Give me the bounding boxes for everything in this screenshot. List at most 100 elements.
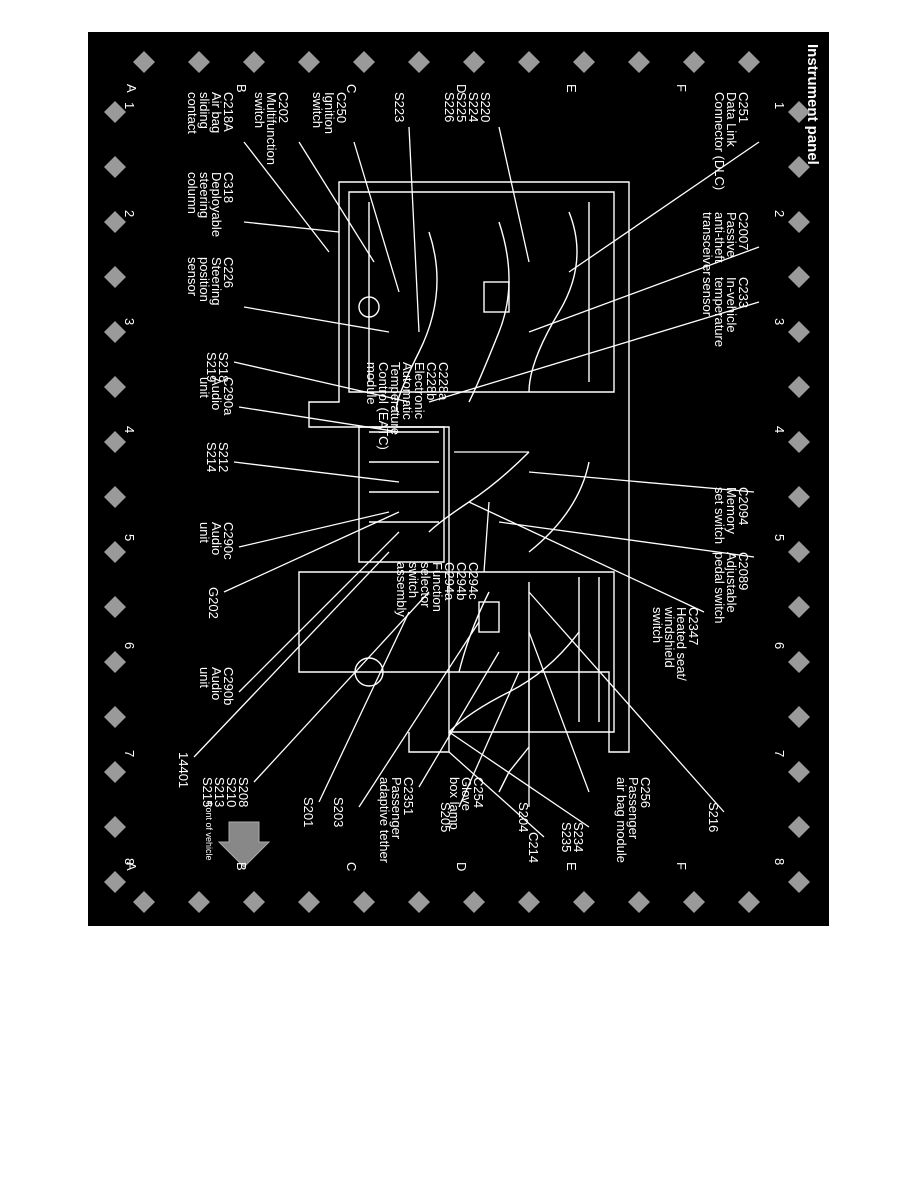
- diagram-title: Instrument panel: [804, 44, 821, 165]
- grid-row-left: E: [564, 84, 579, 93]
- leader-line: [458, 671, 520, 808]
- border-diamond: [353, 891, 375, 913]
- label-c2351: C2351 Passenger adaptive tether: [377, 777, 416, 864]
- leader-line: [238, 531, 400, 693]
- border-diamond: [683, 51, 705, 73]
- grid-row-right: F: [674, 862, 689, 870]
- grid-row-right: C: [344, 862, 359, 872]
- border-diamond: [788, 706, 810, 728]
- border-diamond: [573, 51, 595, 73]
- border-diamond: [628, 51, 650, 73]
- label-c2007: C2007 Passive anti-theft transceiver: [700, 212, 751, 276]
- leader-line: [243, 306, 390, 333]
- border-diamond: [104, 431, 126, 453]
- leader-line: [528, 631, 590, 793]
- label-c2094: C2094 Memory set switch: [712, 487, 751, 545]
- border-diamond: [683, 891, 705, 913]
- label-c290c: C290c Audio unit: [197, 522, 236, 560]
- grid-row-right: E: [564, 862, 579, 871]
- border-diamond: [104, 156, 126, 178]
- grid-col-top: 6: [772, 642, 787, 650]
- leader-line: [358, 621, 480, 808]
- label-g202: G202: [206, 587, 221, 619]
- label-c254: C254 Glove box lamp: [447, 777, 486, 830]
- leader-line: [448, 751, 545, 838]
- grid-row-right: A: [124, 862, 139, 871]
- leader-line: [353, 141, 400, 293]
- border-diamond: [104, 321, 126, 343]
- border-diamond: [104, 706, 126, 728]
- grid-col-bottom: 2: [122, 210, 137, 218]
- border-diamond: [243, 891, 265, 913]
- leader-line: [448, 731, 590, 828]
- leader-line: [238, 406, 400, 433]
- border-diamond: [788, 321, 810, 343]
- grid-col-bottom: 1: [122, 102, 137, 110]
- leader-line: [528, 591, 725, 813]
- border-diamond: [408, 891, 430, 913]
- label-c251: C251 Data Link Connector (DLC): [712, 92, 751, 191]
- leader-line: [233, 361, 410, 403]
- border-diamond: [353, 51, 375, 73]
- leader-line: [223, 511, 400, 593]
- leader-line: [233, 461, 400, 483]
- grid-col-bottom: 3: [122, 318, 137, 326]
- border-diamond: [133, 51, 155, 73]
- border-diamond: [788, 431, 810, 453]
- grid-col-bottom: 4: [122, 426, 137, 434]
- leader-line: [318, 611, 410, 803]
- leader-line: [468, 501, 705, 613]
- leader-line: [498, 521, 755, 558]
- leader-line: [568, 141, 760, 273]
- grid-row-right: B: [234, 862, 249, 871]
- border-diamond: [104, 816, 126, 838]
- label-s201: S201: [301, 797, 316, 828]
- border-diamond: [104, 486, 126, 508]
- leader-line: [428, 301, 760, 403]
- border-diamond: [788, 596, 810, 618]
- border-diamond: [463, 891, 485, 913]
- label-c2347: C2347 Heated seat/ windshield switch: [650, 607, 701, 681]
- border-diamond: [788, 761, 810, 783]
- border-diamond: [788, 266, 810, 288]
- label-s203: S203: [331, 797, 346, 828]
- leader-line: [243, 221, 340, 233]
- grid-col-bottom: 7: [122, 750, 137, 758]
- leader-line: [528, 246, 760, 333]
- border-diamond: [628, 891, 650, 913]
- border-diamond: [298, 51, 320, 73]
- grid-col-bottom: 6: [122, 642, 137, 650]
- leader-line: [193, 551, 390, 758]
- leader-line: [483, 501, 490, 573]
- label-c202: C202 Multifunction switch: [252, 92, 291, 165]
- label-c233: C233 In-vehicle temperature sensor: [700, 277, 751, 348]
- leader-line: [418, 651, 500, 788]
- leader-line: [238, 511, 390, 548]
- instrument-panel-drawing: [298, 181, 630, 793]
- label-s204: S204: [516, 802, 531, 833]
- border-diamond: [788, 816, 810, 838]
- label-c218a: C218A Air bag sliding contact: [185, 92, 236, 134]
- grid-col-top: 1: [772, 102, 787, 110]
- label-14401: 14401: [176, 752, 191, 789]
- front-of-vehicle-label: front of vehicle: [204, 802, 214, 861]
- grid-col-top: 4: [772, 426, 787, 434]
- label-c226: C226 Steering position sensor: [185, 257, 236, 306]
- border-diamond: [188, 891, 210, 913]
- label-c294c: C294c C294b C294a Function selector swit…: [394, 562, 481, 617]
- border-diamond: [104, 211, 126, 233]
- border-diamond: [788, 541, 810, 563]
- border-diamond: [104, 266, 126, 288]
- label-s220: S220 S224 S225 S226: [442, 92, 493, 123]
- border-diamond: [104, 541, 126, 563]
- border-diamond: [518, 891, 540, 913]
- label-c214: C214: [526, 832, 541, 864]
- diagram-artwork: [104, 51, 810, 913]
- grid-col-top: 7: [772, 750, 787, 758]
- border-diamond: [788, 156, 810, 178]
- border-diamond: [788, 486, 810, 508]
- label-s212: S212 S214: [204, 442, 231, 473]
- grid-col-top: 8: [772, 858, 787, 866]
